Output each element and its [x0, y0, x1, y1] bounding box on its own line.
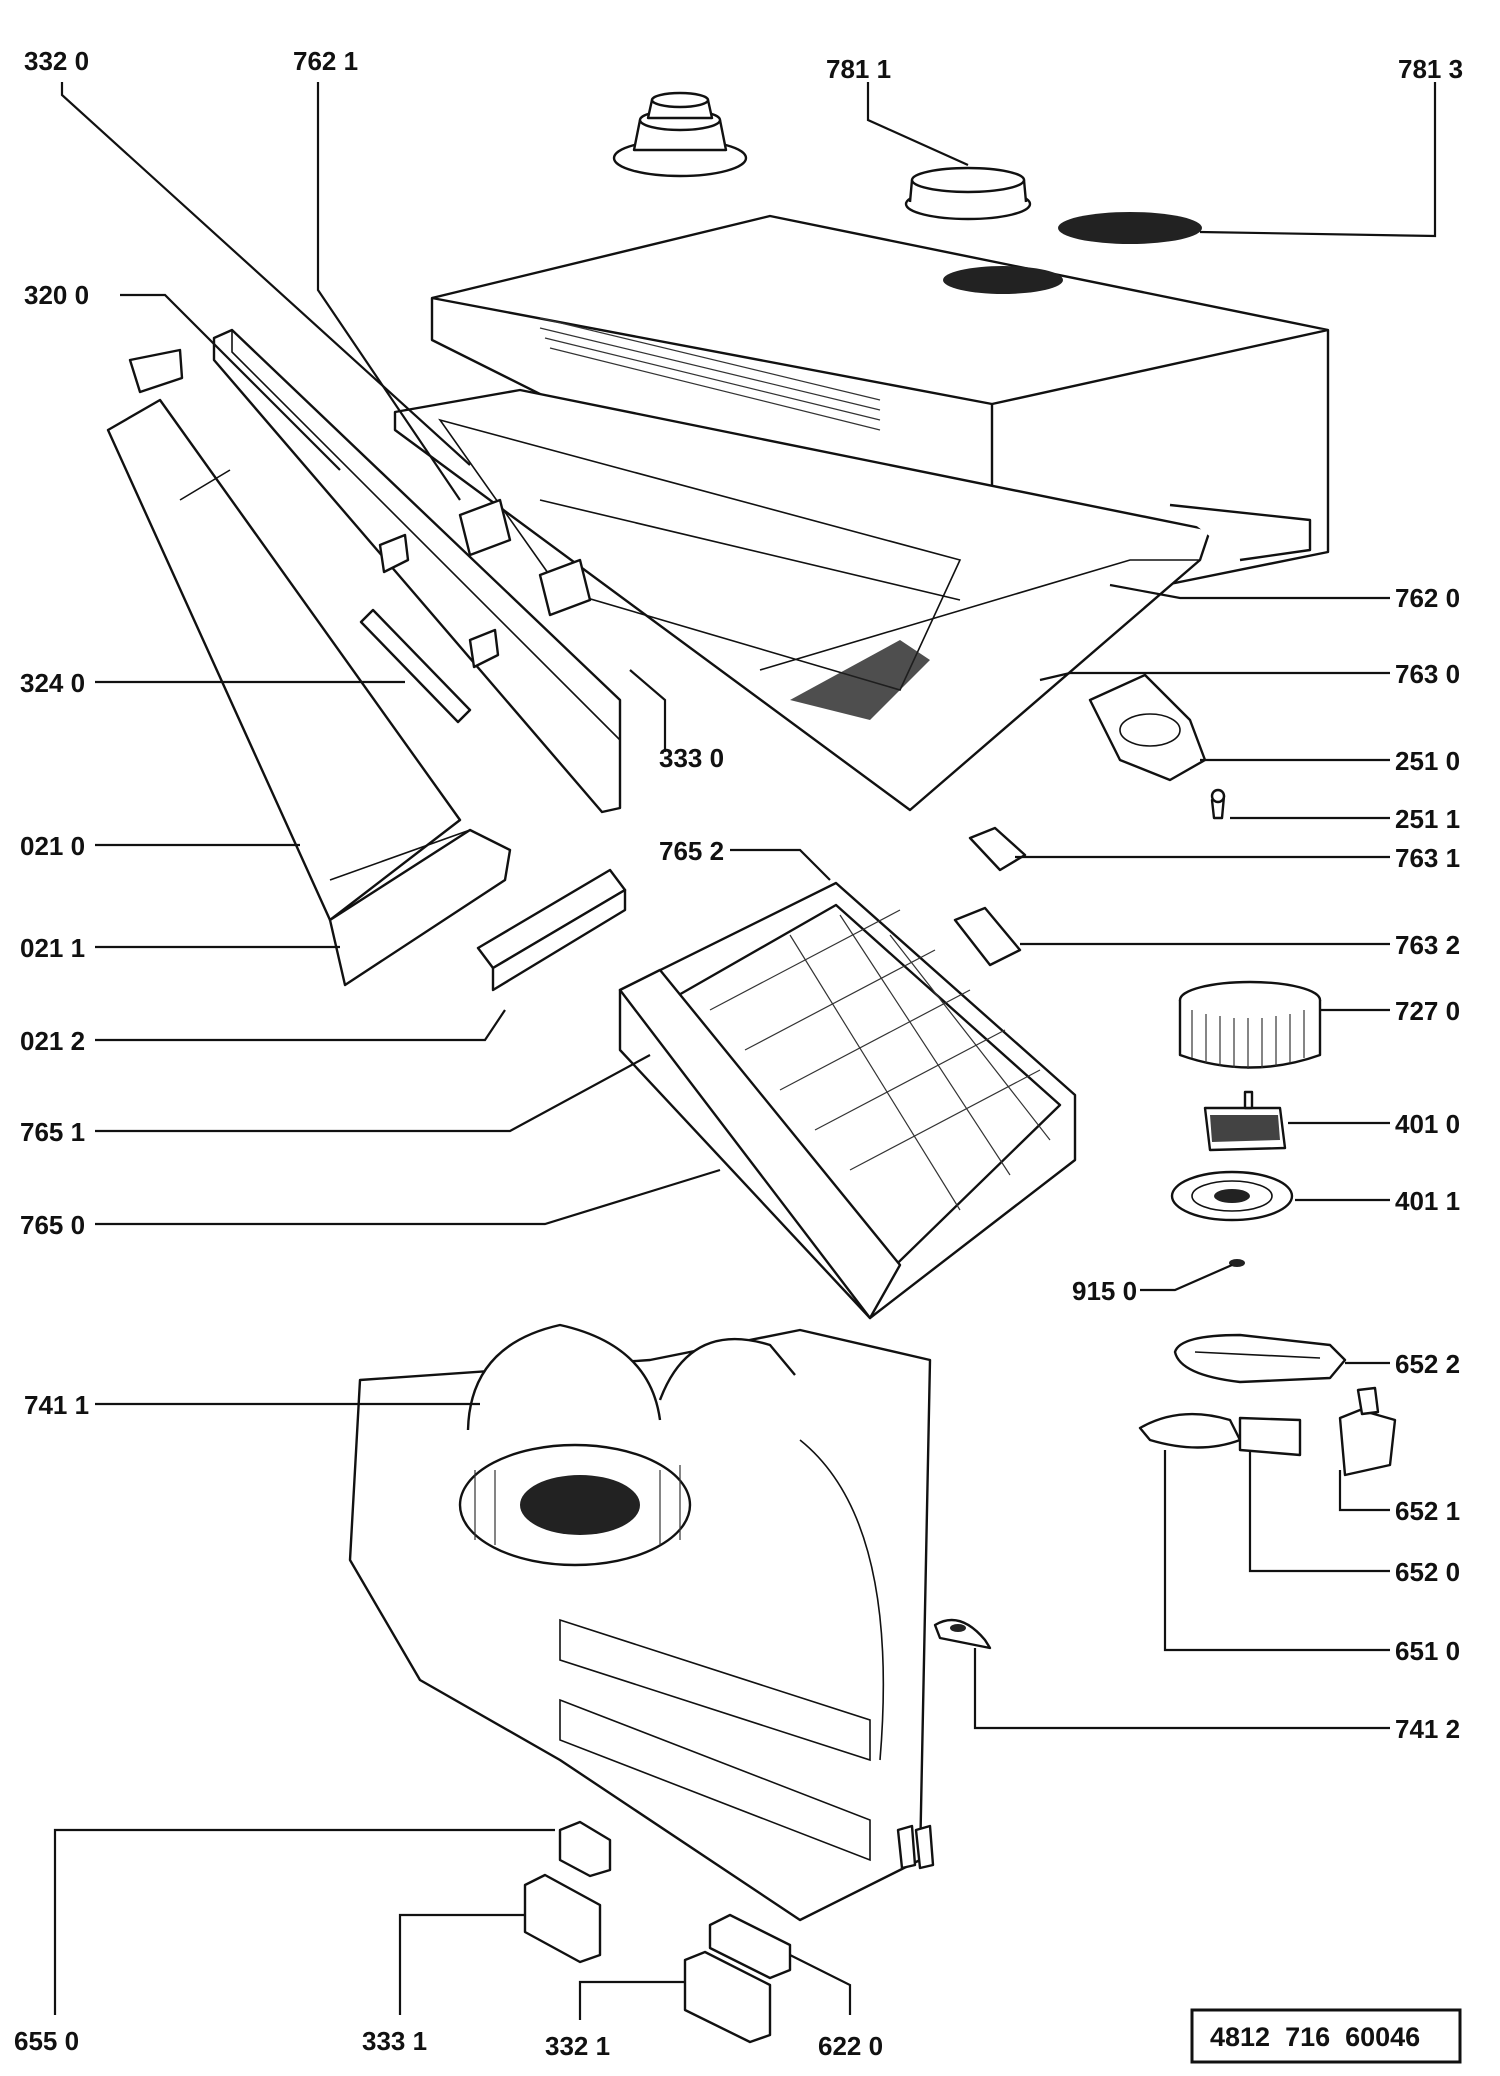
leader-lines [53, 82, 1437, 2020]
label-762-0: 762 0 [1395, 583, 1460, 613]
clip-small [968, 826, 1027, 872]
label-765-1: 765 1 [20, 1117, 85, 1147]
motor-plate [1170, 1170, 1294, 1222]
label-651-0: 651 0 [1395, 1636, 1460, 1666]
label-781-3: 781 3 [1398, 54, 1463, 84]
label-021-2: 021 2 [20, 1026, 85, 1056]
label-727-0: 727 0 [1395, 996, 1460, 1026]
connector-622-0 [708, 1913, 792, 1980]
filter-frame [618, 881, 1077, 1320]
duct-ring [904, 166, 1032, 221]
label-320-0: 320 0 [24, 280, 89, 310]
lamp-cover [1088, 673, 1207, 782]
label-401-1: 401 1 [1395, 1186, 1460, 1216]
label-763-1: 763 1 [1395, 843, 1460, 873]
label-765-2: 765 2 [659, 836, 724, 866]
label-655-0: 655 0 [14, 2026, 79, 2056]
label-333-0: 333 0 [659, 743, 724, 773]
label-401-0: 401 0 [1395, 1109, 1460, 1139]
blower-housing [348, 1323, 932, 1922]
label-021-0: 021 0 [20, 831, 85, 861]
front-panel [212, 328, 622, 814]
grille-cover [1058, 212, 1202, 244]
lamp-switch [1338, 1386, 1397, 1477]
glass-visor [106, 348, 512, 987]
label-251-0: 251 0 [1395, 746, 1460, 776]
label-622-0: 622 0 [818, 2031, 883, 2061]
clip-plate [953, 906, 1022, 967]
label-333-1: 333 1 [362, 2026, 427, 2056]
label-763-0: 763 0 [1395, 659, 1460, 689]
document-number: 4812 716 60046 [1210, 2022, 1420, 2052]
label-763-2: 763 2 [1395, 930, 1460, 960]
clip-655-0 [558, 1820, 612, 1878]
terminal-pins [896, 1824, 935, 1870]
label-332-0: 332 0 [24, 46, 89, 76]
label-021-1: 021 1 [20, 933, 85, 963]
label-741-1: 741 1 [24, 1390, 89, 1420]
washer [1229, 1259, 1245, 1267]
label-251-1: 251 1 [1395, 804, 1460, 834]
label-strip [359, 608, 472, 724]
label-324-0: 324 0 [20, 668, 85, 698]
label-652-1: 652 1 [1395, 1496, 1460, 1526]
label-781-1: 781 1 [826, 54, 891, 84]
switch-housing [476, 868, 627, 992]
bracket-332-1 [683, 1950, 772, 2044]
label-762-1: 762 1 [293, 46, 358, 76]
fan-wheel [1178, 980, 1322, 1069]
bracket-333-1 [523, 1873, 602, 1964]
document-number-box: 4812 716 60046 [1190, 2008, 1462, 2064]
housing-clip [933, 1618, 992, 1650]
part-number-labels: 332 0 762 1 781 1 781 3 320 0 762 0 763 … [14, 46, 1463, 2061]
duct-collar-large [612, 91, 748, 178]
label-652-2: 652 2 [1395, 1349, 1460, 1379]
lamp-bulb [1138, 1412, 1302, 1457]
label-652-0: 652 0 [1395, 1557, 1460, 1587]
label-915-0: 915 0 [1072, 1276, 1137, 1306]
bulb-cover [1173, 1333, 1347, 1384]
filter-tray [393, 388, 1312, 812]
label-741-2: 741 2 [1395, 1714, 1460, 1744]
motor [1203, 1090, 1287, 1152]
label-765-0: 765 0 [20, 1210, 85, 1240]
label-332-1: 332 1 [545, 2031, 610, 2061]
screw [1210, 788, 1226, 820]
